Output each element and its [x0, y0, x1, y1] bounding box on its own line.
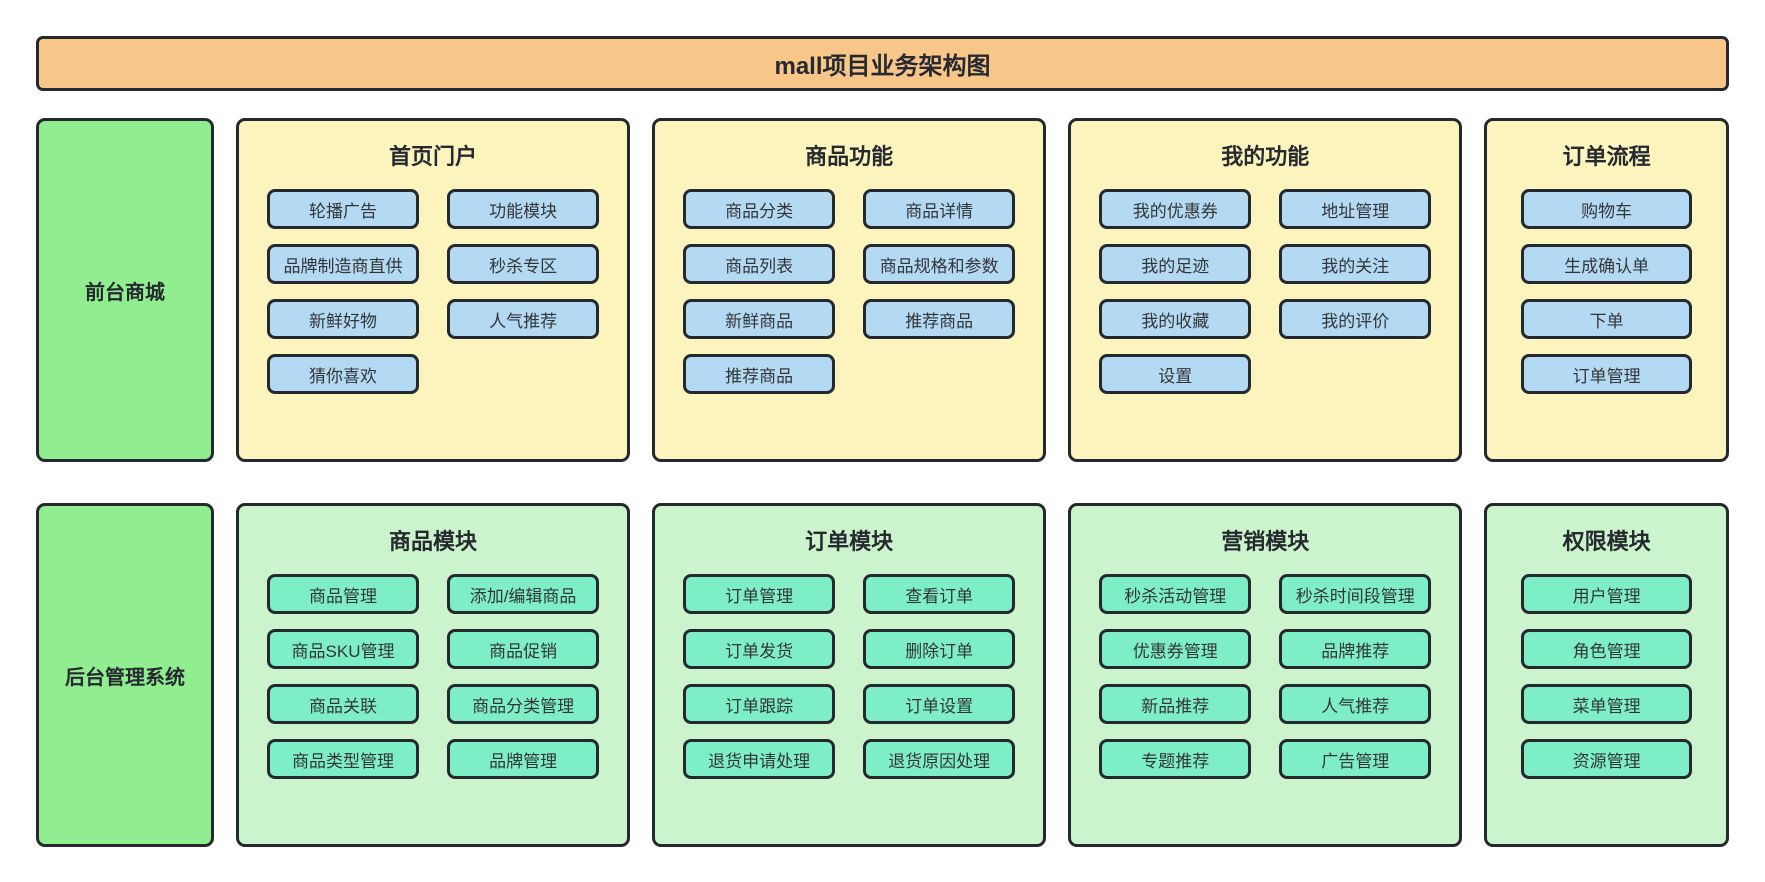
- diagram-node: 用户管理: [1521, 574, 1692, 614]
- diagram-node: 商品促销: [447, 629, 600, 669]
- diagram-node: 商品规格和参数: [863, 244, 1016, 284]
- node-grid-permission-module: 用户管理角色管理菜单管理资源管理: [1515, 574, 1698, 779]
- node-grid-product-module: 商品管理添加/编辑商品商品SKU管理商品促销商品关联商品分类管理商品类型管理品牌…: [267, 574, 600, 779]
- diagram-node: 我的足迹: [1099, 244, 1252, 284]
- section-product-module: 商品模块商品管理添加/编辑商品商品SKU管理商品促销商品关联商品分类管理商品类型…: [236, 503, 631, 847]
- section-title-order-module: 订单模块: [805, 529, 894, 554]
- diagram-node: 设置: [1099, 354, 1252, 394]
- diagram-node: 秒杀活动管理: [1099, 574, 1252, 614]
- diagram-node: 人气推荐: [447, 299, 600, 339]
- diagram-node: 退货原因处理: [863, 739, 1016, 779]
- node-grid-product-features: 商品分类商品详情商品列表商品规格和参数新鲜商品推荐商品推荐商品: [683, 189, 1016, 394]
- section-title-product-features: 商品功能: [805, 144, 894, 169]
- diagram-node: 删除订单: [863, 629, 1016, 669]
- diagram-node: 我的关注: [1279, 244, 1432, 284]
- diagram-node: 品牌管理: [447, 739, 600, 779]
- diagram-node: 推荐商品: [863, 299, 1016, 339]
- section-order-module: 订单模块订单管理查看订单订单发货删除订单订单跟踪订单设置退货申请处理退货原因处理: [652, 503, 1047, 847]
- diagram-title-banner: mall项目业务架构图: [36, 36, 1729, 91]
- diagram-node: 广告管理: [1279, 739, 1432, 779]
- diagram-node: 我的收藏: [1099, 299, 1252, 339]
- diagram-node: 我的优惠券: [1099, 189, 1252, 229]
- diagram-node: 查看订单: [863, 574, 1016, 614]
- diagram-node: 商品分类管理: [447, 684, 600, 724]
- diagram-node: 新鲜好物: [267, 299, 420, 339]
- diagram-node: 品牌制造商直供: [267, 244, 420, 284]
- section-marketing-module: 营销模块秒杀活动管理秒杀时间段管理优惠券管理品牌推荐新品推荐人气推荐专题推荐广告…: [1068, 503, 1463, 847]
- section-permission-module: 权限模块用户管理角色管理菜单管理资源管理: [1484, 503, 1729, 847]
- row-label-text: 前台商城: [85, 281, 165, 304]
- node-grid-order-module: 订单管理查看订单订单发货删除订单订单跟踪订单设置退货申请处理退货原因处理: [683, 574, 1016, 779]
- row-label-backend-admin: 后台管理系统: [36, 503, 214, 847]
- diagram-node: 猜你喜欢: [267, 354, 420, 394]
- diagram-node: 商品SKU管理: [267, 629, 420, 669]
- diagram-node: 退货申请处理: [683, 739, 836, 779]
- section-title-marketing-module: 营销模块: [1221, 529, 1310, 554]
- node-grid-my-features: 我的优惠券地址管理我的足迹我的关注我的收藏我的评价设置: [1099, 189, 1432, 394]
- diagram-node: 地址管理: [1279, 189, 1432, 229]
- diagram-node: 我的评价: [1279, 299, 1432, 339]
- diagram-node: 角色管理: [1521, 629, 1692, 669]
- diagram-node: 生成确认单: [1521, 244, 1692, 284]
- section-product-features: 商品功能商品分类商品详情商品列表商品规格和参数新鲜商品推荐商品推荐商品: [652, 118, 1047, 462]
- diagram-node: 订单发货: [683, 629, 836, 669]
- diagram-node: 订单管理: [683, 574, 836, 614]
- row-label-frontend-mall: 前台商城: [36, 118, 214, 462]
- diagram-node: 秒杀时间段管理: [1279, 574, 1432, 614]
- diagram-title: mall项目业务架构图: [774, 53, 991, 80]
- diagram-node: 添加/编辑商品: [447, 574, 600, 614]
- section-my-features: 我的功能我的优惠券地址管理我的足迹我的关注我的收藏我的评价设置: [1068, 118, 1463, 462]
- node-grid-marketing-module: 秒杀活动管理秒杀时间段管理优惠券管理品牌推荐新品推荐人气推荐专题推荐广告管理: [1099, 574, 1432, 779]
- diagram-node: 新鲜商品: [683, 299, 836, 339]
- row-frontend-mall: 前台商城首页门户轮播广告功能模块品牌制造商直供秒杀专区新鲜好物人气推荐猜你喜欢商…: [36, 118, 1729, 462]
- diagram-rows: 前台商城首页门户轮播广告功能模块品牌制造商直供秒杀专区新鲜好物人气推荐猜你喜欢商…: [36, 118, 1729, 847]
- diagram-node: 推荐商品: [683, 354, 836, 394]
- section-title-home-portal: 首页门户: [389, 144, 478, 169]
- diagram-node: 购物车: [1521, 189, 1692, 229]
- diagram-node: 专题推荐: [1099, 739, 1252, 779]
- diagram-node: 商品分类: [683, 189, 836, 229]
- diagram-node: 人气推荐: [1279, 684, 1432, 724]
- diagram-node: 订单管理: [1521, 354, 1692, 394]
- node-grid-order-flow: 购物车生成确认单下单订单管理: [1515, 189, 1698, 394]
- section-title-permission-module: 权限模块: [1562, 529, 1651, 554]
- diagram-node: 订单跟踪: [683, 684, 836, 724]
- diagram-node: 商品类型管理: [267, 739, 420, 779]
- section-title-my-features: 我的功能: [1221, 144, 1310, 169]
- diagram-node: 秒杀专区: [447, 244, 600, 284]
- node-grid-home-portal: 轮播广告功能模块品牌制造商直供秒杀专区新鲜好物人气推荐猜你喜欢: [267, 189, 600, 394]
- diagram-node: 品牌推荐: [1279, 629, 1432, 669]
- diagram-node: 商品列表: [683, 244, 836, 284]
- diagram-node: 优惠券管理: [1099, 629, 1252, 669]
- section-title-order-flow: 订单流程: [1562, 144, 1651, 169]
- diagram-node: 订单设置: [863, 684, 1016, 724]
- diagram-node: 商品关联: [267, 684, 420, 724]
- diagram-node: 轮播广告: [267, 189, 420, 229]
- diagram-node: 功能模块: [447, 189, 600, 229]
- diagram-node: 资源管理: [1521, 739, 1692, 779]
- diagram-node: 商品详情: [863, 189, 1016, 229]
- diagram-node: 下单: [1521, 299, 1692, 339]
- row-backend-admin: 后台管理系统 商品模块商品管理添加/编辑商品商品SKU管理商品促销商品关联商品分类…: [36, 503, 1729, 847]
- section-order-flow: 订单流程购物车生成确认单下单订单管理: [1484, 118, 1729, 462]
- row-label-text: 后台管理系统: [65, 666, 185, 689]
- diagram-node: 新品推荐: [1099, 684, 1252, 724]
- section-home-portal: 首页门户轮播广告功能模块品牌制造商直供秒杀专区新鲜好物人气推荐猜你喜欢: [236, 118, 631, 462]
- section-title-product-module: 商品模块: [389, 529, 478, 554]
- diagram-node: 菜单管理: [1521, 684, 1692, 724]
- diagram-node: 商品管理: [267, 574, 420, 614]
